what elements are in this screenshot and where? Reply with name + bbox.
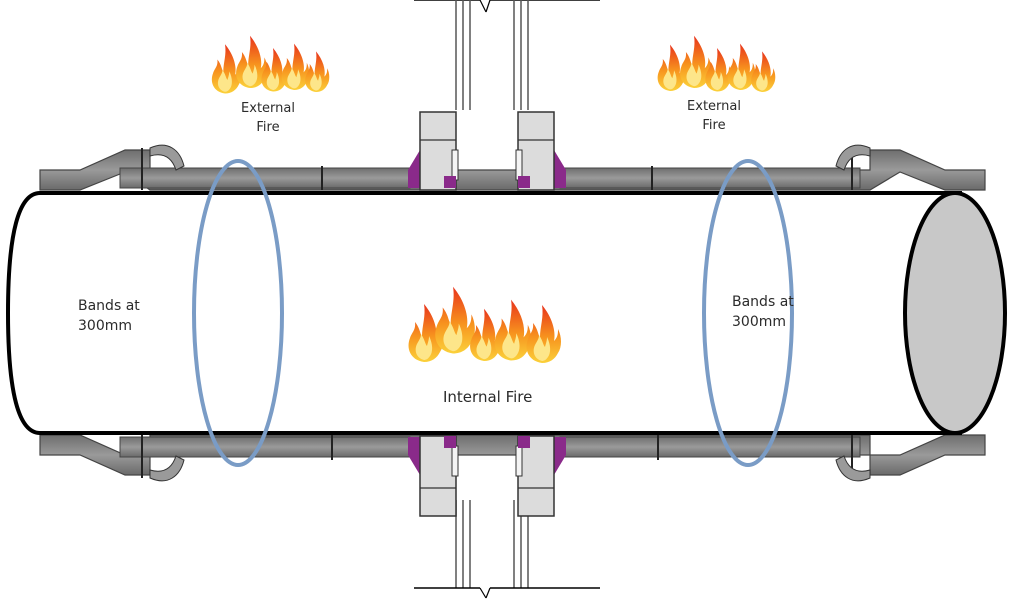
band-left xyxy=(192,159,284,467)
band-right xyxy=(702,159,794,467)
pipe-end-opening xyxy=(903,191,1007,435)
flame-external-right-icon xyxy=(657,35,776,92)
wall-upper xyxy=(414,0,600,110)
bands-left-line2: 300mm xyxy=(78,318,132,334)
external-fire-right-line1: External xyxy=(687,99,741,114)
pipe-body xyxy=(5,191,1007,435)
bands-right-label: Bands at 300mm xyxy=(732,292,794,332)
bands-right-line2: 300mm xyxy=(732,314,786,330)
sleeve-top xyxy=(39,144,986,191)
fire-collar-bottom xyxy=(408,435,566,517)
external-fire-left-line2: Fire xyxy=(256,120,280,135)
bands-right-line1: Bands at xyxy=(732,294,794,310)
external-fire-left-label: External Fire xyxy=(236,99,300,137)
external-fire-left-line1: External xyxy=(241,101,295,116)
sleeve-bottom xyxy=(39,434,986,482)
external-fire-right-line2: Fire xyxy=(702,118,726,133)
flame-external-left-icon xyxy=(211,35,330,94)
fire-collar-top xyxy=(408,111,566,191)
bands-left-line1: Bands at xyxy=(78,298,140,314)
external-fire-right-label: External Fire xyxy=(682,97,746,135)
internal-fire-label: Internal Fire xyxy=(443,388,533,406)
bands-left-label: Bands at 300mm xyxy=(78,296,140,336)
